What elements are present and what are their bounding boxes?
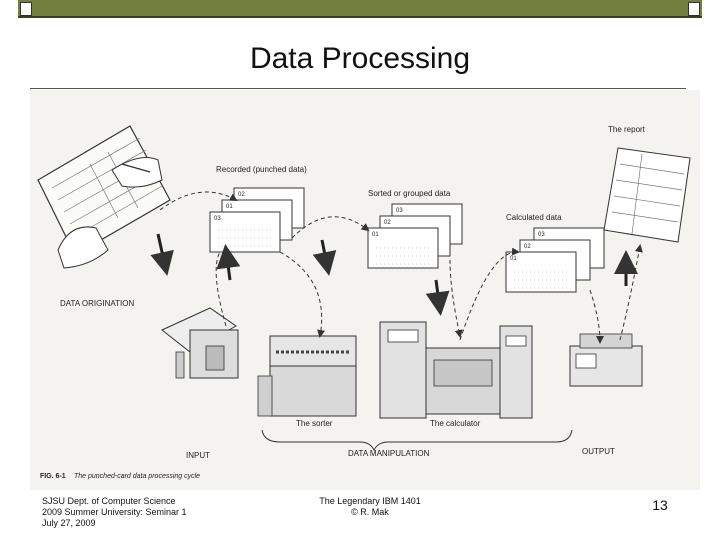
calculated-card-deck: 03 02 01 <box>505 227 605 293</box>
label-report: The report <box>608 125 646 134</box>
svg-text:03: 03 <box>214 216 221 222</box>
label-calculator: The calculator <box>430 419 481 428</box>
printer-machine <box>569 333 643 387</box>
keypunch-machine <box>161 307 239 379</box>
footer-center: The Legendary IBM 1401 © R. Mak <box>290 496 450 518</box>
svg-text:01: 01 <box>372 232 379 238</box>
label-calculated: Calculated data <box>506 213 562 222</box>
svg-text:01: 01 <box>226 204 233 210</box>
svg-text:03: 03 <box>538 232 545 238</box>
slide-title: Data Processing <box>249 42 471 75</box>
label-sorted: Sorted or grouped data <box>368 189 451 198</box>
sorted-card-deck: 03 02 01 <box>367 203 463 269</box>
svg-text:02: 02 <box>238 192 245 198</box>
calculator-machine <box>379 321 533 419</box>
header-corner-left <box>20 2 32 16</box>
holding-hand <box>57 226 109 269</box>
svg-text:02: 02 <box>384 220 391 226</box>
recorded-card-deck: 02 01 03 <box>209 187 305 253</box>
svg-text:01: 01 <box>510 256 517 262</box>
footer-event: 2009 Summer University: Seminar 1 <box>42 507 187 517</box>
title-divider <box>30 88 686 89</box>
label-input: INPUT <box>186 451 210 460</box>
header-bar <box>18 0 702 18</box>
figure-illustration: 02 01 03 03 02 01 03 02 01 <box>37 125 691 480</box>
label-sorter: The sorter <box>296 419 333 428</box>
sorter-machine <box>257 335 357 417</box>
punched-card-cycle-figure: 02 01 03 03 02 01 03 02 01 <box>30 90 700 490</box>
data-manipulation-bracket <box>261 429 573 452</box>
report-sheet <box>603 147 691 243</box>
figure-caption-number: FIG. 6-1 <box>40 473 66 480</box>
footer-date: July 27, 2009 <box>42 518 96 528</box>
label-data-origination: DATA ORIGINATION <box>60 299 134 308</box>
writing-hand <box>111 157 163 188</box>
figure-caption-text: The punched-card data processing cycle <box>74 473 200 480</box>
footer-author: © R. Mak <box>351 507 389 517</box>
svg-text:03: 03 <box>396 208 403 214</box>
footer-department: SJSU Dept. of Computer Science <box>42 496 176 506</box>
footer-left: SJSU Dept. of Computer Science 2009 Summ… <box>42 496 187 529</box>
page-number: 13 <box>652 497 668 513</box>
header-corner-right <box>688 2 700 16</box>
label-recorded: Recorded (punched data) <box>216 165 307 174</box>
footer-talk-title: The Legendary IBM 1401 <box>319 496 421 506</box>
label-data-manipulation: DATA MANIPULATION <box>348 449 430 458</box>
flow-arrows <box>150 233 638 316</box>
svg-text:02: 02 <box>524 244 531 250</box>
source-document <box>37 125 171 256</box>
label-output: OUTPUT <box>582 447 615 456</box>
